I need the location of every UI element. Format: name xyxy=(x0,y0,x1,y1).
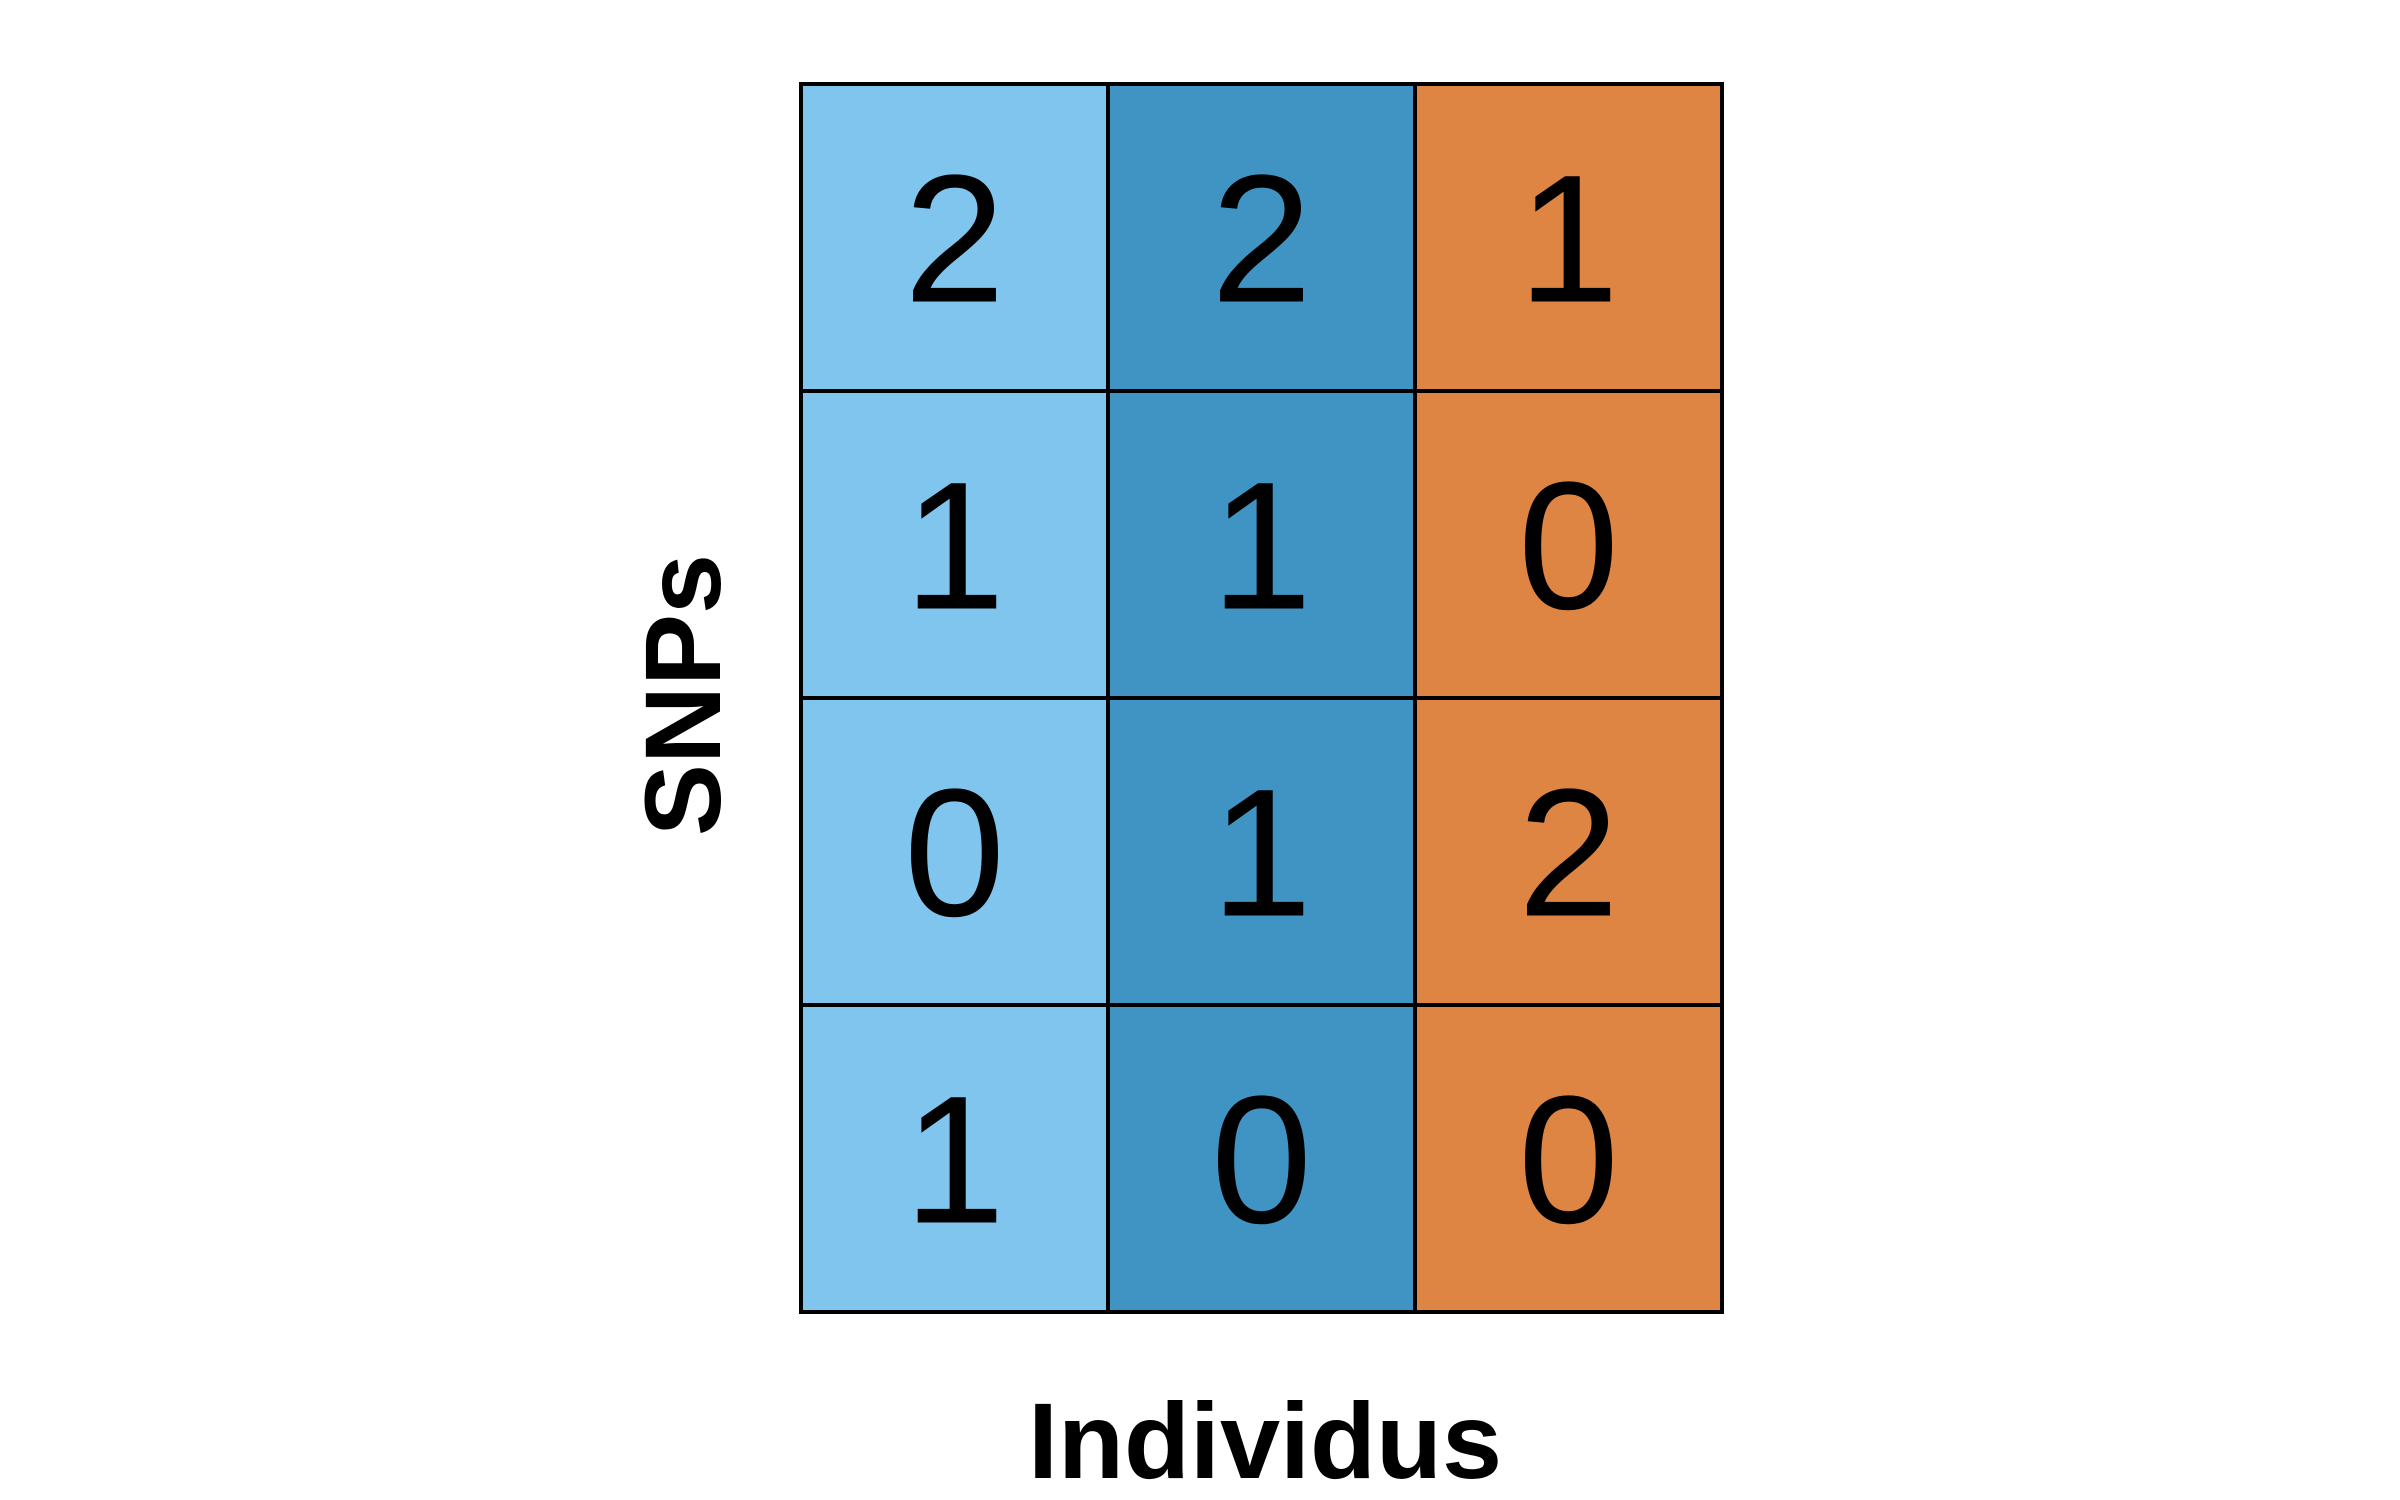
matrix-cell-value: 2 xyxy=(1211,137,1312,341)
matrix-cell xyxy=(1413,1003,1724,1314)
matrix-cell xyxy=(1106,82,1417,393)
matrix-cell-value: 1 xyxy=(1518,137,1619,341)
matrix-cell xyxy=(799,696,1110,1007)
matrix-cell-value: 1 xyxy=(1211,751,1312,955)
matrix-cell-value: 1 xyxy=(904,1058,1005,1262)
matrix-cell-value: 1 xyxy=(1211,444,1312,648)
matrix-cell-value: 2 xyxy=(904,137,1005,341)
matrix-cell xyxy=(1413,389,1724,700)
matrix-cell-value: 0 xyxy=(1518,444,1619,648)
matrix-cell xyxy=(799,1003,1110,1314)
matrix-cell-value: 0 xyxy=(904,751,1005,955)
matrix-cell-value: 2 xyxy=(1518,751,1619,955)
matrix-cell-value: 0 xyxy=(1518,1058,1619,1262)
matrix-cell-value: 1 xyxy=(904,444,1005,648)
matrix-cell xyxy=(1106,1003,1417,1314)
x-axis-label: Individus xyxy=(1028,1380,1502,1500)
genotype-matrix: 2 1 0 1 2 1 1 0 1 0 2 0 xyxy=(799,82,1724,1314)
matrix-cell xyxy=(799,389,1110,700)
matrix-cell-value: 0 xyxy=(1211,1058,1312,1262)
y-axis-label: SNPs xyxy=(622,554,743,836)
matrix-cell xyxy=(799,82,1110,393)
matrix-cell xyxy=(1413,696,1724,1007)
matrix-cell xyxy=(1106,389,1417,700)
